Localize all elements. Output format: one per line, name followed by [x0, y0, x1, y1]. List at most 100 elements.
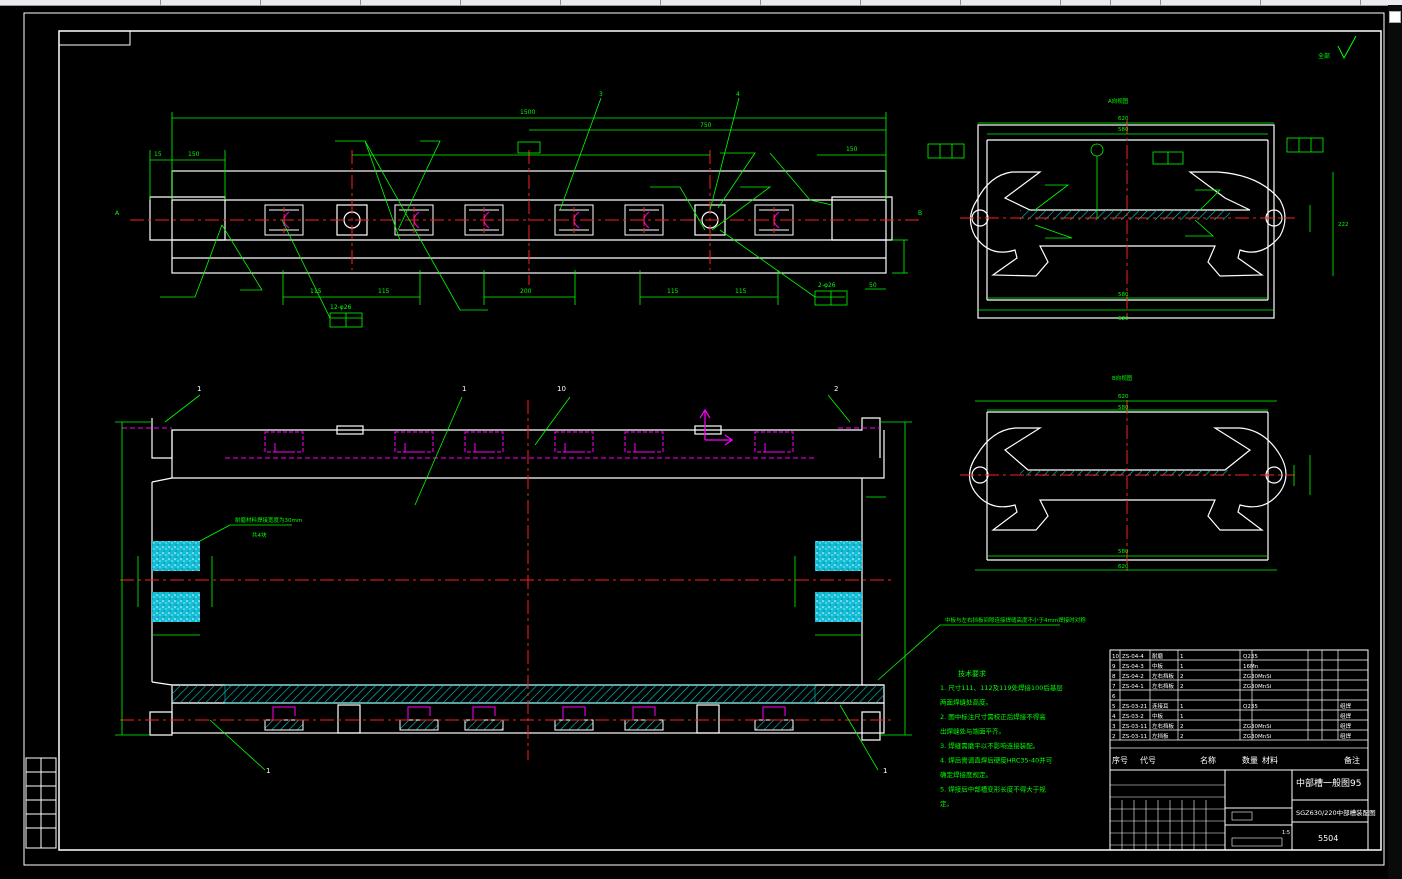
- technical-requirements: 技术要求 1. 尺寸111、112及119处焊接100后基层 两面焊缝处高度。2…: [940, 669, 1063, 808]
- datum-b-label: B: [918, 210, 922, 217]
- datum-a-label: A: [115, 210, 120, 217]
- parts-table-cell: 2: [1112, 734, 1116, 740]
- wear-block-left-top: [152, 541, 200, 571]
- toolbar-separator: [860, 0, 861, 5]
- parts-header-cell: 备注: [1344, 755, 1360, 765]
- end-view-a-bottom-inner: 580: [1118, 292, 1129, 298]
- balloon-front-1b: 1: [462, 385, 466, 393]
- balloon-front-2: 2: [834, 385, 838, 393]
- tech-req-line: 出焊缝处与端面平齐。: [940, 727, 1005, 736]
- drawing-number: 5504: [1318, 834, 1338, 843]
- end-view-a-bottom: 620: [1118, 316, 1129, 322]
- balloon-4: 4: [736, 91, 740, 98]
- weld-note: 中板与左右挡板间隙连接焊缝高度不小于4mm焊接时对称: [945, 616, 1086, 624]
- dim-total-length: 1500: [520, 109, 535, 116]
- parts-table-cell: ZG30MnSi: [1243, 724, 1272, 730]
- parts-table-cell: 组焊: [1340, 702, 1352, 710]
- parts-table-cell: 1: [1180, 704, 1184, 710]
- parts-header-row: [1109, 747, 1369, 771]
- tech-req-line: 4. 焊后需调直焊后硬度HRC35-40并可: [940, 756, 1053, 765]
- parts-table-cell: 中板: [1152, 712, 1164, 720]
- parts-table-cell: ZG30MnSi: [1243, 684, 1272, 690]
- bottom-plate-hatch: [224, 684, 816, 704]
- tech-req-line: 定。: [940, 799, 953, 808]
- parts-table-cell: Q235: [1243, 704, 1258, 710]
- parts-table-cell: ZS-04-3: [1122, 664, 1144, 670]
- end-view-b-bottom-inner: 580: [1118, 549, 1129, 555]
- toolbar-separator: [360, 0, 361, 5]
- toolbar-separator: [1360, 0, 1361, 5]
- toolbar-separator: [160, 0, 161, 5]
- end-view-b-width: 620: [1118, 394, 1129, 400]
- vertical-scrollbar[interactable]: [1388, 5, 1402, 879]
- dim-hole-pattern-2: 2-φ26: [818, 282, 836, 289]
- parts-table-cell: 耐磨: [1152, 652, 1164, 660]
- parts-table-cell: Q235: [1243, 654, 1258, 660]
- end-view-b: B向视图 620 580 620 580: [960, 374, 1311, 575]
- parts-table-cell: 10: [1112, 654, 1119, 660]
- parts-header-cell: 名称: [1200, 755, 1216, 765]
- dim-half-length: 750: [700, 122, 712, 129]
- parts-table-cell: 3: [1112, 724, 1116, 730]
- plate-note: 耐磨材料焊接宽度为30mm: [235, 516, 302, 524]
- overall-roughness-label: 全部: [1318, 52, 1330, 60]
- bottom-slot: [754, 706, 794, 731]
- parts-table-cell: ZS-03-21: [1122, 704, 1147, 710]
- tech-req-heading: 技术要求: [958, 669, 986, 678]
- cad-top-toolbar[interactable]: [0, 0, 1402, 6]
- parts-table-cell: 8: [1112, 674, 1116, 680]
- plan-view: 1500 750 150 15 150 115 115 200 115 115 …: [115, 91, 922, 328]
- parts-table-cell: ZS-03-2: [1122, 714, 1144, 720]
- parts-table-cell: 2: [1180, 684, 1184, 690]
- bottom-slot: [399, 706, 439, 731]
- plate-note-count: 共4块: [252, 531, 267, 539]
- sheet-corner-box: [58, 30, 131, 46]
- balloon-3: 3: [599, 91, 603, 98]
- parts-table-cell: 左右挡板: [1152, 672, 1175, 680]
- dim-d8: 115: [667, 288, 679, 295]
- end-view-a: A向视图 620 580 222 620 580: [927, 97, 1349, 322]
- parts-table-cell: ZG30MnSi: [1243, 734, 1272, 740]
- parts-table-cell: 左挡板: [1152, 732, 1169, 740]
- parts-table-cell: 1: [1180, 654, 1184, 660]
- dim-d4: 15: [154, 151, 162, 158]
- dim-d7: 200: [520, 288, 532, 295]
- parts-table-cell: 6: [1112, 694, 1116, 700]
- end-view-a-inner: 580: [1118, 127, 1129, 133]
- parts-table-cell: ZS-04-4: [1122, 654, 1144, 660]
- wear-block-right-bottom: [815, 592, 862, 622]
- parts-table-cell: ZS-04-2: [1122, 674, 1144, 680]
- toolbar-separator: [960, 0, 961, 5]
- parts-table-cell: 9: [1112, 664, 1116, 670]
- hidden-slot: [264, 431, 304, 453]
- tech-req-line: 2. 图中标注尺寸需校正后焊接不得高: [940, 712, 1046, 721]
- parts-table-cell: 7: [1112, 684, 1116, 690]
- parts-table-cell: 1: [1180, 714, 1184, 720]
- title-line-1: 中部槽一般图95: [1296, 777, 1361, 789]
- parts-table-cell: ZS-03-11: [1122, 724, 1147, 730]
- wear-block-right-top: [815, 541, 862, 571]
- wear-block-left-bottom: [152, 592, 200, 622]
- toolbar-separator: [1060, 0, 1061, 5]
- parts-header-cell: 材料: [1262, 755, 1278, 765]
- sheet-outer-border: [23, 12, 1385, 866]
- bottom-slot: [464, 706, 504, 731]
- tech-req-line: 3. 焊缝需磨平以不影响连接装配。: [940, 741, 1039, 750]
- right-end-hatch: [815, 685, 884, 703]
- tech-req-line: 两面焊缝处高度。: [940, 698, 992, 707]
- parts-table-cell: 组焊: [1340, 712, 1352, 720]
- toolbar-separator: [560, 0, 561, 5]
- scrollbar-thumb[interactable]: [1389, 11, 1401, 23]
- parts-table-cell: 组焊: [1340, 722, 1352, 730]
- parts-table-cell: 左右挡板: [1152, 722, 1175, 730]
- dim-d6: 115: [378, 288, 390, 295]
- parts-header-cell: 代号: [1140, 755, 1156, 765]
- bottom-slot: [264, 706, 304, 731]
- dim-end-offset: 50: [869, 282, 877, 289]
- title-stamp-box: [1231, 811, 1253, 821]
- hidden-slot: [394, 431, 434, 453]
- left-end-hatch: [172, 685, 225, 703]
- toolbar-separator: [760, 0, 761, 5]
- parts-table-cell: ZS-04-1: [1122, 684, 1144, 690]
